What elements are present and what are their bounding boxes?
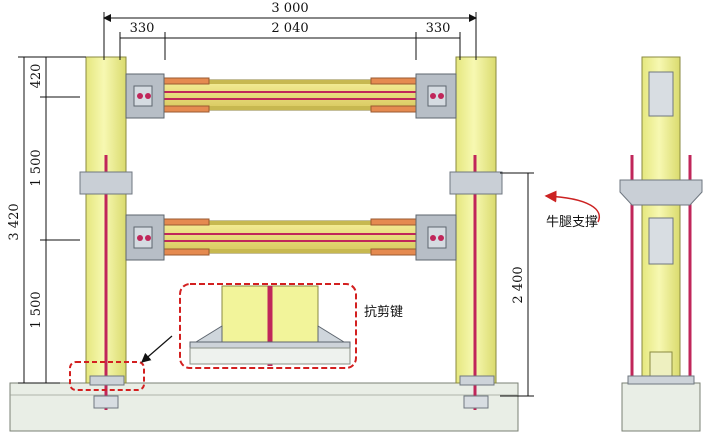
right-column-collar <box>449 171 503 195</box>
upper-left-connection <box>125 73 165 119</box>
top-segment-label: 420 <box>29 64 44 89</box>
shear-key-label: 抗剪键 <box>364 304 403 320</box>
total-height-label: 3 420 <box>7 203 22 240</box>
right-offset-label: 330 <box>426 21 451 36</box>
side-view-column <box>619 56 703 432</box>
left-offset-label: 330 <box>130 21 155 36</box>
shear-key-callout-small <box>69 335 173 391</box>
bracket-support-label: 牛腿支撑 <box>546 215 598 230</box>
upper-beam <box>152 77 430 113</box>
overall-width-label: 3 000 <box>271 1 308 16</box>
lower-right-connection <box>415 214 457 261</box>
left-column <box>79 56 133 410</box>
dimension-lines <box>18 12 534 397</box>
side-view-bracket <box>619 179 703 206</box>
bracket-leader <box>544 190 600 223</box>
middle-segment-label: 1 500 <box>29 149 44 186</box>
shear-key-detail <box>179 283 357 369</box>
bottom-segment-label: 1 500 <box>29 291 44 328</box>
lower-beam <box>152 218 430 256</box>
beam-span-label: 2 040 <box>271 21 308 36</box>
lower-left-connection <box>125 214 165 261</box>
left-column-collar <box>79 171 133 195</box>
upper-right-connection <box>415 73 457 119</box>
bracket-height-label: 2 400 <box>511 266 526 303</box>
right-column <box>449 56 503 410</box>
